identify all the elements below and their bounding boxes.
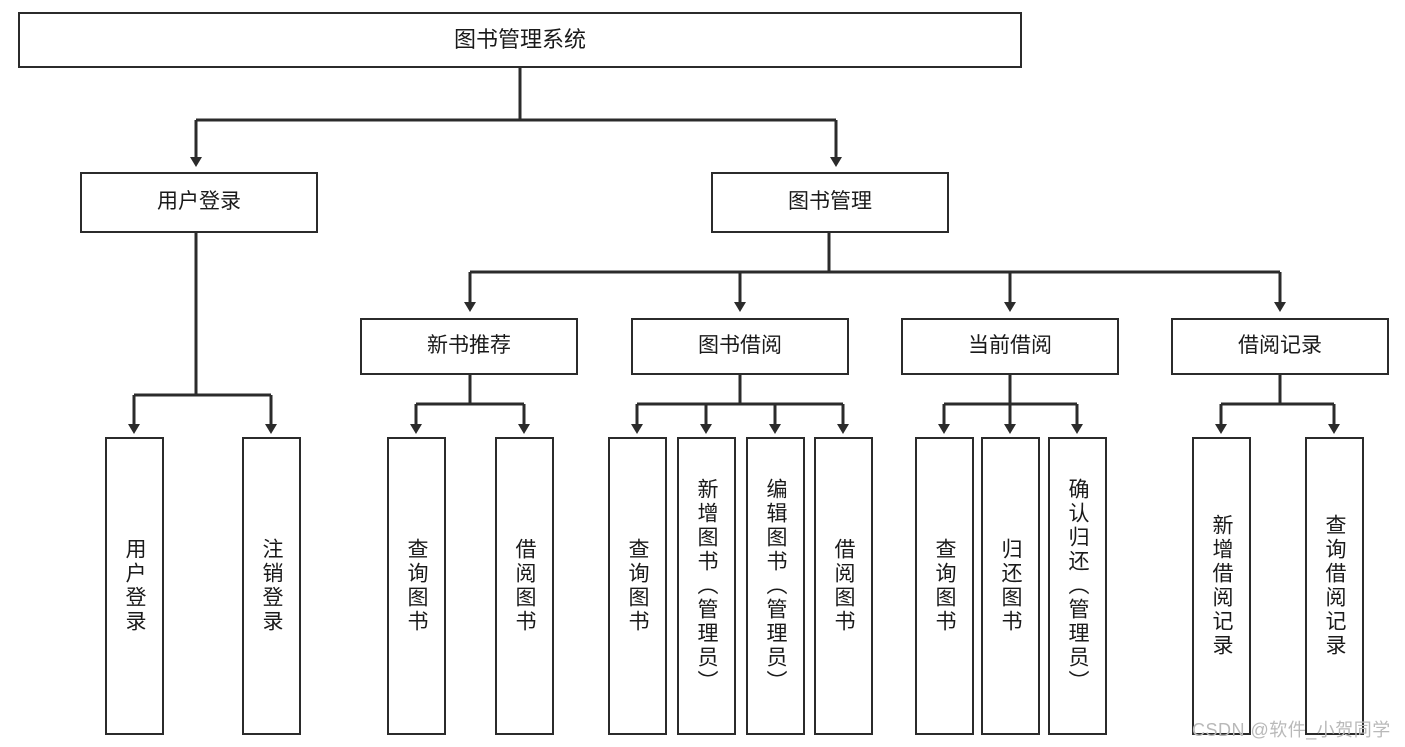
node-label: 图书管理: [788, 190, 872, 214]
node-label: 编辑图书（管理员）: [764, 478, 787, 694]
node-label: 图书管理系统: [453, 27, 586, 53]
node-leaf-add-borrow-record[interactable]: 新增借阅记录: [1192, 437, 1251, 735]
node-label: 归还图书: [999, 538, 1022, 634]
node-label: 查询借阅记录: [1323, 514, 1346, 658]
node-label: 借阅图书: [832, 538, 855, 634]
node-new-book-recommend[interactable]: 新书推荐: [360, 318, 578, 375]
node-label: 新书推荐: [427, 334, 511, 358]
node-label: 新增图书（管理员）: [695, 478, 718, 694]
node-label: 当前借阅: [968, 334, 1052, 358]
node-leaf-borrow-book[interactable]: 借阅图书: [814, 437, 873, 735]
node-leaf-borrow-book-recommend[interactable]: 借阅图书: [495, 437, 554, 735]
node-book-borrow[interactable]: 图书借阅: [631, 318, 849, 375]
node-leaf-query-book-current[interactable]: 查询图书: [915, 437, 974, 735]
node-leaf-edit-book[interactable]: 编辑图书（管理员）: [746, 437, 805, 735]
node-leaf-return-book[interactable]: 归还图书: [981, 437, 1040, 735]
node-leaf-user-login[interactable]: 用户登录: [105, 437, 164, 735]
node-label: 借阅图书: [513, 538, 536, 634]
node-user-login[interactable]: 用户登录: [80, 172, 318, 233]
node-leaf-add-book[interactable]: 新增图书（管理员）: [677, 437, 736, 735]
node-label: 借阅记录: [1238, 334, 1322, 358]
node-leaf-confirm-return[interactable]: 确认归还（管理员）: [1048, 437, 1107, 735]
node-label: 图书借阅: [698, 334, 782, 358]
node-current-borrow[interactable]: 当前借阅: [901, 318, 1119, 375]
node-book-management[interactable]: 图书管理: [711, 172, 949, 233]
csdn-watermark: CSDN @软件_小贺同学: [1192, 720, 1391, 740]
node-borrow-record[interactable]: 借阅记录: [1171, 318, 1389, 375]
node-label: 注销登录: [260, 538, 283, 634]
node-leaf-query-book-borrow[interactable]: 查询图书: [608, 437, 667, 735]
node-leaf-query-book-recommend[interactable]: 查询图书: [387, 437, 446, 735]
node-leaf-query-borrow-record[interactable]: 查询借阅记录: [1305, 437, 1364, 735]
node-label: 新增借阅记录: [1210, 514, 1233, 658]
node-root-book-management-system[interactable]: 图书管理系统: [18, 12, 1022, 68]
node-label: 用户登录: [157, 190, 241, 214]
node-label: 查询图书: [405, 538, 428, 634]
node-leaf-logout-login[interactable]: 注销登录: [242, 437, 301, 735]
node-label: 确认归还（管理员）: [1066, 478, 1089, 694]
node-label: 查询图书: [933, 538, 956, 634]
node-label: 查询图书: [626, 538, 649, 634]
node-label: 用户登录: [123, 538, 146, 634]
